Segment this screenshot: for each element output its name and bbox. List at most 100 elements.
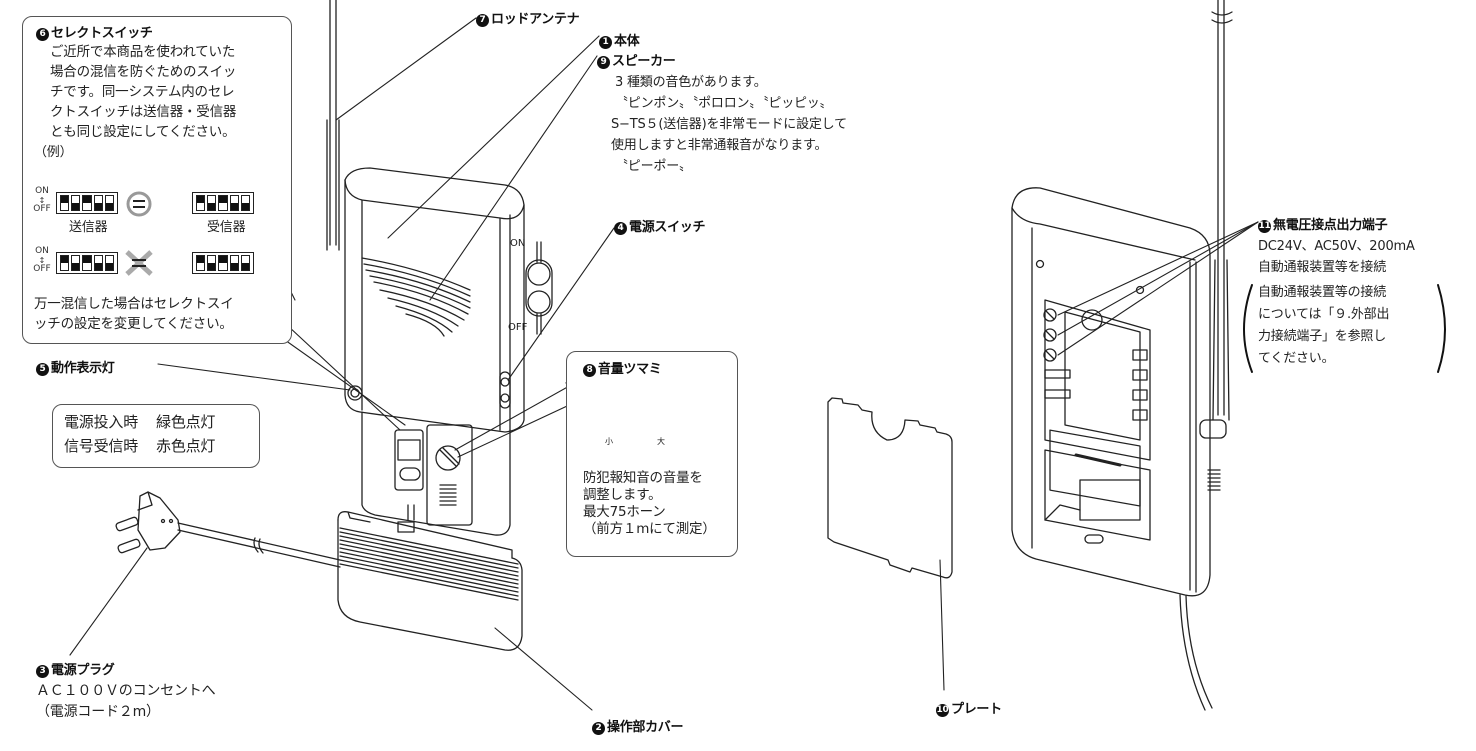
dip-switch-toggle-off (71, 195, 81, 211)
select-switch-callout (22, 16, 292, 344)
dip-switch-knob (61, 196, 69, 203)
volume-min-label: 小 (605, 437, 613, 446)
control-cover-title: 操作部カバー (607, 720, 684, 735)
dip-switch-knob (230, 203, 238, 210)
description-line: ＡＣ１００Ｖのコンセントへ (36, 683, 216, 699)
dip-switch-receiver (192, 252, 254, 274)
dip-switch-toggle-off (207, 195, 217, 211)
dip-switch-knob (208, 263, 216, 270)
state-value: 緑色点灯 (156, 413, 216, 431)
power-switch-illustration (525, 241, 553, 335)
plate-illustration (827, 397, 953, 579)
rear-unit-illustration (1011, 0, 1233, 711)
callout-number-badge: 11 (1258, 220, 1271, 233)
callout-number-badge: 6 (36, 28, 49, 41)
description-line: 〝ピーポー〟 (615, 159, 692, 174)
description-line: （電源コード２m） (36, 704, 160, 720)
dip-switch-knob (83, 256, 91, 263)
dip-switch-toggle-on (82, 255, 92, 271)
on-text: ON (35, 186, 49, 196)
dip-switch-knob (72, 263, 80, 270)
on-off-indicator: ON ↕ OFF (32, 247, 52, 274)
control-area-front (361, 411, 511, 536)
state-condition: 電源投入時 (64, 413, 139, 431)
description-line: 使用しますと非常通報音がなります。 (611, 138, 828, 153)
note-line: については「９.外部出 (1258, 307, 1390, 322)
description-line: とも同じ設定にしてください。 (50, 124, 236, 140)
dip-switch-knob (61, 256, 69, 263)
footer-line: ッチの設定を変更してください。 (34, 316, 233, 332)
power-plug-description: ＡＣ１００Ｖのコンセントへ （電源コード２m） (36, 681, 216, 723)
on-text: ON (35, 246, 49, 256)
state-condition: 信号受信時 (64, 437, 139, 455)
power-on-label: ON (510, 238, 526, 249)
dip-switch-knob (197, 256, 205, 263)
volume-max-label: 大 (657, 437, 665, 446)
description-line: 3 種類の音色があります。 (615, 75, 767, 90)
callout-number-badge: 3 (36, 665, 49, 678)
dip-switch-knob (241, 263, 250, 270)
dip-switch-knob (94, 263, 102, 270)
dip-switch-knob (94, 203, 102, 210)
dip-switch-toggle-on (218, 195, 228, 211)
receiver-label: 受信器 (207, 220, 246, 235)
indicator-state-row: 信号受信時赤色点灯 (64, 434, 215, 458)
output-terminal-note: 自動通報装置等の接続 については「９.外部出 力接続端子」を参照し てください。 (1258, 282, 1389, 370)
volume-knob-callout (566, 351, 738, 557)
arrow-icon: ↕ (38, 256, 46, 265)
dip-switch-toggle-off (71, 255, 81, 271)
example-label: （例） (34, 145, 73, 160)
dip-switch-knob (72, 203, 80, 210)
dip-switch-toggle-off (104, 255, 115, 271)
note-line: てください。 (1258, 351, 1335, 366)
dip-switch-transmitter (56, 192, 118, 214)
not-equal-icon (125, 250, 153, 276)
dip-switch-toggle-off (229, 195, 239, 211)
dip-switch-knob (105, 203, 114, 210)
description-line: 防犯報知音の音量を (583, 470, 703, 486)
dip-switch-toggle-off (104, 195, 115, 211)
callout-number-badge: 1 (599, 36, 612, 49)
description-line: 最大75ホーン (583, 504, 666, 520)
dip-switch-toggle-off (229, 255, 239, 271)
description-line: ご近所で本商品を使われていた (50, 44, 236, 60)
dip-switch-toggle-on (218, 255, 228, 271)
dip-switch-knob (105, 263, 114, 270)
rod-antenna-title: ロッドアンテナ (491, 12, 580, 27)
main-body-title: 本体 (614, 34, 640, 49)
description-line: （前方１mにて測定） (583, 521, 716, 537)
state-value: 赤色点灯 (156, 437, 216, 455)
output-terminal-spec-block: DC24V、AC50V、200mA 自動通報装置等を接続 (1258, 236, 1415, 278)
off-text: OFF (33, 264, 51, 274)
dip-switch-receiver (192, 192, 254, 214)
select-switch-footer: 万一混信した場合はセレクトスイ ッチの設定を変更してください。 (34, 294, 234, 334)
dip-switch-transmitter (56, 252, 118, 274)
off-text: OFF (33, 204, 51, 214)
output-terminal-spec: DC24V、AC50V、200mA (1258, 239, 1415, 254)
power-off-label: OFF (508, 322, 528, 333)
dip-switch-toggle-off (93, 255, 103, 271)
dip-switch-toggle-off (240, 255, 251, 271)
callout-number-badge: 10 (936, 704, 949, 717)
dip-switch-knob (197, 196, 205, 203)
dip-switch-toggle-on (60, 195, 70, 211)
description-line: クトスイッチは送信器・受信器 (50, 104, 237, 120)
output-terminal-title: 無電圧接点出力端子 (1273, 218, 1388, 233)
speaker-title: スピーカー (612, 54, 676, 69)
dip-switch-knob (219, 256, 227, 263)
select-switch-description: ご近所で本商品を使われていた 場合の混信を防ぐためのスイッ チです。同一システム… (50, 42, 236, 142)
volume-knob-title: 音量ツマミ (598, 362, 662, 377)
callout-number-badge: 2 (592, 722, 605, 735)
description-line: 場合の混信を防ぐためのスイッ (50, 64, 237, 80)
output-terminal-description: 自動通報装置等を接続 (1258, 260, 1387, 275)
